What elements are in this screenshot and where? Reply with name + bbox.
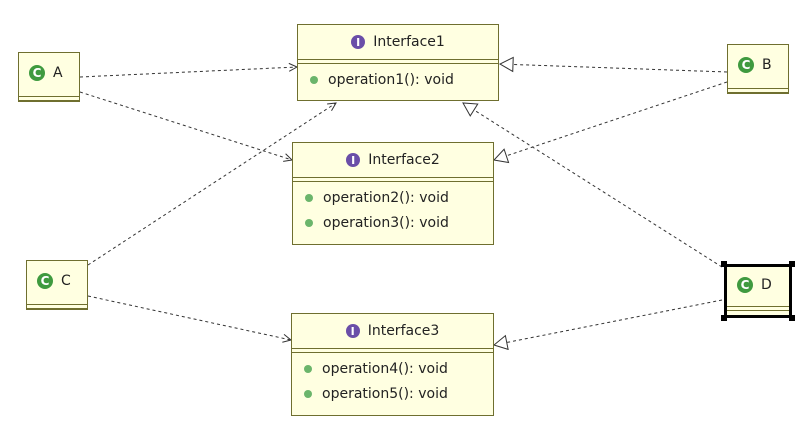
divider [293, 181, 493, 182]
interface2-name: Interface2 [368, 152, 440, 168]
class-a-header: C A [19, 53, 79, 93]
class-icon: C [737, 277, 753, 293]
operation-label: operation3(): void [323, 214, 449, 231]
divider [727, 306, 789, 307]
class-d-name: D [761, 277, 772, 293]
class-icon: C [29, 65, 45, 81]
edge-d-interface3 [492, 299, 723, 351]
divider [728, 88, 788, 89]
class-d-box[interactable]: C D [724, 264, 792, 318]
class-a-name: A [53, 65, 63, 81]
public-operation-icon [305, 218, 313, 227]
operation-label: operation5(): void [322, 385, 448, 402]
divider [293, 177, 493, 178]
class-c-box[interactable]: C C [26, 260, 88, 310]
divider [298, 63, 498, 64]
divider [298, 59, 498, 60]
class-icon: C [37, 273, 53, 289]
divider [19, 100, 79, 101]
class-b-box[interactable]: C B [727, 44, 789, 94]
operation-row: operation1(): void [298, 67, 498, 92]
divider [292, 352, 493, 353]
interface1-name: Interface1 [373, 34, 445, 50]
class-icon: C [738, 57, 754, 73]
edge-a-interface1 [79, 67, 297, 78]
resize-handle-bottom-right[interactable] [789, 315, 795, 321]
interface2-box[interactable]: I Interface2 operation2(): void operatio… [292, 142, 494, 245]
divider [728, 92, 788, 93]
interface1-box[interactable]: I Interface1 operation1(): void [297, 24, 499, 101]
public-operation-icon [305, 193, 313, 202]
class-c-header: C C [27, 261, 87, 301]
edge-c-interface1 [87, 103, 336, 266]
public-operation-icon [310, 75, 318, 84]
class-c-name: C [61, 273, 71, 289]
interface3-header: I Interface3 [292, 314, 493, 348]
public-operation-icon [304, 389, 312, 398]
class-d-header: C D [727, 267, 789, 303]
edge-c-interface3 [87, 295, 291, 340]
interface3-name: Interface3 [367, 323, 440, 339]
interface-icon: I [346, 153, 361, 167]
operation-label: operation1(): void [328, 71, 454, 88]
divider [19, 96, 79, 97]
operation-row: operation3(): void [293, 210, 493, 235]
resize-handle-bottom-left[interactable] [721, 315, 727, 321]
class-a-box[interactable]: C A [18, 52, 80, 102]
class-b-name: B [762, 57, 772, 73]
interface-icon: I [351, 35, 366, 49]
divider [292, 348, 493, 349]
public-operation-icon [304, 364, 312, 373]
resize-handle-top-left[interactable] [721, 261, 727, 267]
divider [727, 310, 789, 311]
interface3-box[interactable]: I Interface3 operation4(): void operatio… [291, 313, 494, 416]
resize-handle-top-right[interactable] [789, 261, 795, 267]
operation-label: operation2(): void [323, 189, 449, 206]
operation-row: operation4(): void [292, 356, 493, 381]
edge-d-interface1 [462, 102, 723, 268]
interface-icon: I [345, 324, 360, 338]
edge-a-interface2 [79, 91, 292, 160]
operation-label: operation4(): void [322, 360, 448, 377]
interface1-header: I Interface1 [298, 25, 498, 59]
class-b-header: C B [728, 45, 788, 85]
edge-b-interface2 [492, 81, 728, 164]
operation-row: operation5(): void [292, 381, 493, 406]
divider [27, 308, 87, 309]
divider [27, 304, 87, 305]
interface2-header: I Interface2 [293, 143, 493, 177]
edge-b-interface1 [498, 56, 728, 73]
operation-row: operation2(): void [293, 185, 493, 210]
